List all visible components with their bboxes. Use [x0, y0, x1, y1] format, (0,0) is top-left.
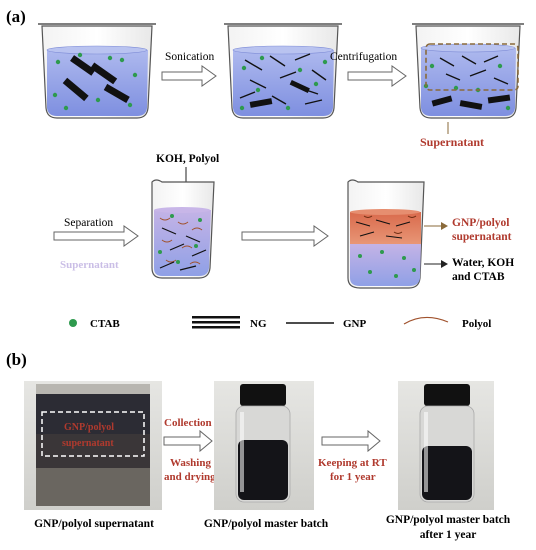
beaker-polyol: [151, 179, 215, 279]
label-koh-polyol: KOH, Polyol: [156, 153, 219, 165]
label-centrifugation: Centrifugation: [330, 51, 397, 63]
ng-stacks: [62, 55, 130, 103]
beaker-centrifuged: Supernatant: [412, 23, 524, 149]
supernatant-dashed-box: [425, 43, 519, 91]
beaker-sonicated: [224, 23, 342, 119]
legend-ng-label: NG: [250, 318, 267, 330]
photo1-dashed-box: [41, 411, 145, 457]
label-water-1: Water, KOH: [452, 257, 514, 269]
label-supernatant: Supernatant: [420, 135, 484, 149]
photo-supernatant: GNP/polyol supernatant: [24, 381, 162, 510]
beaker-separated: [347, 179, 448, 289]
legend-gnp-label: GNP: [343, 318, 367, 330]
caption-photo2: GNP/polyol master batch: [203, 518, 329, 530]
beaker-initial: [38, 23, 156, 119]
arrow-to-separated: [241, 225, 329, 247]
label-separation: Separation: [64, 217, 113, 229]
arrow-separation: Separation Supernatant: [53, 217, 139, 271]
legend-polyol-label: Polyol: [462, 318, 491, 330]
label-keeping-1: Keeping at RT: [318, 457, 387, 469]
photo1-overlay-1: GNP/polyol: [64, 422, 114, 433]
legend-polyol-marker: [403, 316, 449, 325]
legend-ctab-marker: [69, 319, 77, 327]
legend: CTAB NG GNP Polyol: [69, 316, 491, 330]
label-water-2: and CTAB: [452, 271, 505, 283]
legend-ng-marker: [192, 316, 240, 329]
caption-photo3-line2: after 1 year: [419, 529, 477, 541]
arrow-sonication: Sonication: [161, 51, 217, 87]
panel-a-label: (a): [6, 7, 26, 26]
label-washing-2: and drying: [164, 471, 216, 483]
photo-master-batch: [214, 381, 314, 510]
label-sonication: Sonication: [165, 51, 214, 63]
label-gnp-polyol-2: supernatant: [452, 231, 512, 243]
caption-photo3-line1: GNP/polyol master batch: [385, 514, 511, 526]
legend-ctab-label: CTAB: [90, 318, 120, 330]
caption-photo1: GNP/polyol supernatant: [34, 518, 154, 530]
arrow-keeping: Keeping at RT for 1 year: [318, 429, 387, 483]
label-washing-1: Washing: [170, 457, 211, 469]
label-supernatant-faint: Supernatant: [60, 259, 119, 271]
photo-after-one-year: [398, 381, 494, 510]
arrow-collection: Collection Washing and drying: [163, 417, 216, 483]
photo1-overlay-2: supernatant: [62, 438, 114, 449]
label-collection: Collection: [164, 417, 212, 429]
panel-b-label: (b): [6, 350, 27, 369]
label-gnp-polyol-1: GNP/polyol: [452, 217, 510, 229]
ctab-dots: [52, 52, 138, 111]
label-keeping-2: for 1 year: [330, 471, 376, 483]
arrow-centrifugation: Centrifugation: [330, 51, 407, 87]
